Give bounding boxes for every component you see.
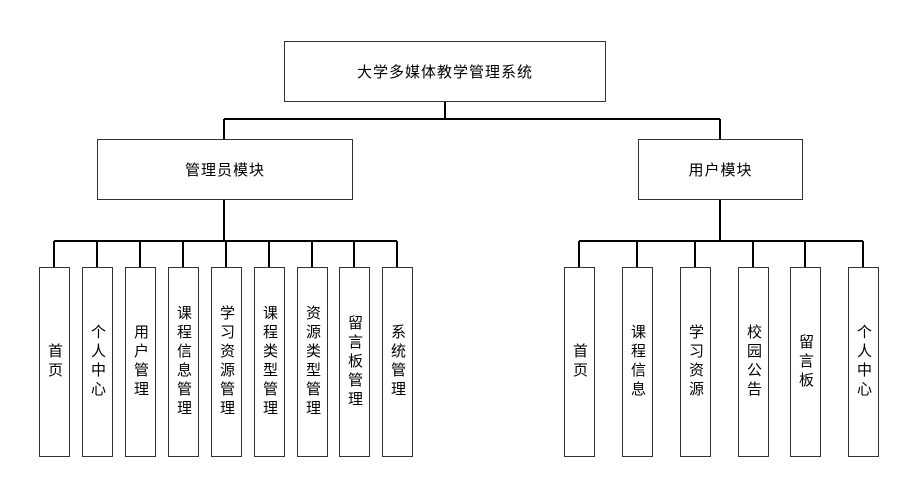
- user-item-course-info: 课程信息: [622, 267, 653, 457]
- user-item-label: 首页: [571, 343, 589, 381]
- admin-module-node: 管理员模块: [97, 139, 353, 200]
- root-node-label: 大学多媒体教学管理系统: [356, 63, 533, 81]
- admin-item-user-management: 用户管理: [125, 267, 156, 457]
- admin-item-learning-resource-management: 学习资源管理: [211, 267, 242, 457]
- admin-item-personal-center: 个人中心: [82, 267, 113, 457]
- admin-item-label: 用户管理: [132, 324, 150, 400]
- admin-item-label: 个人中心: [89, 324, 107, 400]
- user-item-campus-announcements: 校园公告: [738, 267, 769, 457]
- user-module-node: 用户模块: [638, 139, 803, 200]
- admin-item-label: 资源类型管理: [304, 305, 322, 419]
- user-item-learning-resources: 学习资源: [680, 267, 711, 457]
- user-item-label: 留言板: [797, 333, 815, 391]
- root-node: 大学多媒体教学管理系统: [284, 41, 606, 102]
- admin-item-label: 首页: [46, 343, 64, 381]
- admin-item-label: 系统管理: [389, 324, 407, 400]
- user-item-personal-center: 个人中心: [848, 267, 879, 457]
- user-item-label: 个人中心: [855, 324, 873, 400]
- admin-item-label: 课程信息管理: [175, 305, 193, 419]
- admin-item-label: 留言板管理: [346, 314, 364, 410]
- admin-module-label: 管理员模块: [184, 161, 265, 179]
- user-item-message-board: 留言板: [790, 267, 821, 457]
- admin-item-system-management: 系统管理: [382, 267, 413, 457]
- user-item-label: 校园公告: [745, 324, 763, 400]
- user-module-label: 用户模块: [688, 161, 753, 179]
- admin-item-course-type-management: 课程类型管理: [254, 267, 285, 457]
- user-item-label: 学习资源: [687, 324, 705, 400]
- admin-item-label: 课程类型管理: [261, 305, 279, 419]
- admin-item-resource-type-management: 资源类型管理: [297, 267, 328, 457]
- admin-item-home: 首页: [39, 267, 70, 457]
- admin-item-label: 学习资源管理: [218, 305, 236, 419]
- admin-item-message-board-management: 留言板管理: [339, 267, 370, 457]
- admin-item-course-info-management: 课程信息管理: [168, 267, 199, 457]
- user-item-label: 课程信息: [629, 324, 647, 400]
- user-item-home: 首页: [564, 267, 595, 457]
